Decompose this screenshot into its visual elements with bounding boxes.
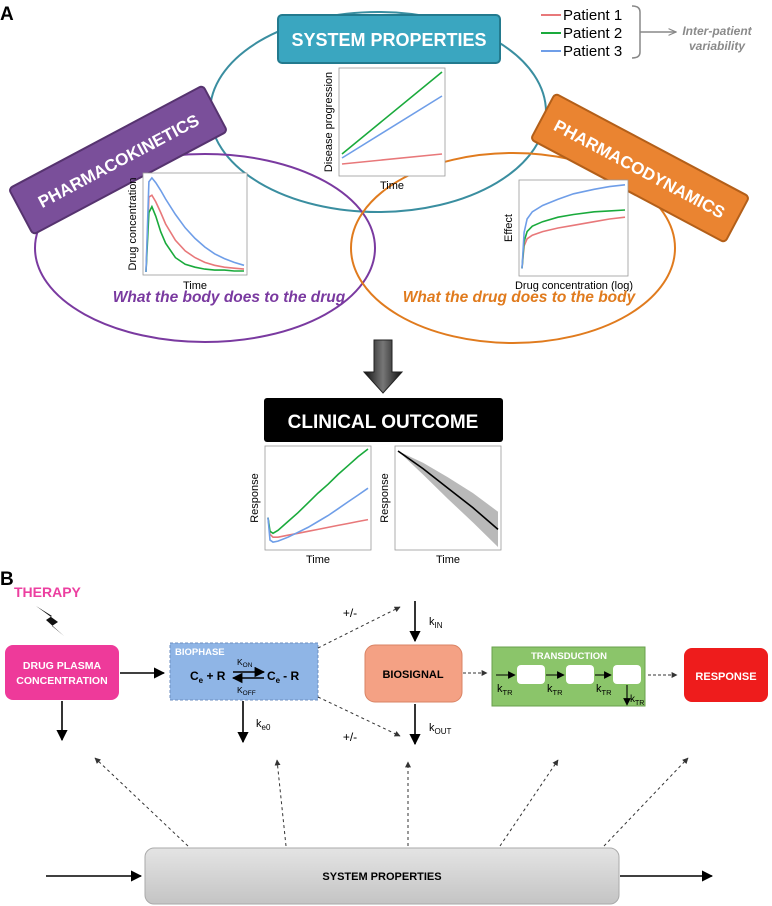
ktr-label-4: kTR bbox=[630, 694, 644, 707]
clinical-outcome-box bbox=[264, 398, 503, 442]
ktr-label-3: kTR bbox=[596, 683, 612, 697]
transduction-label: TRANSDUCTION bbox=[531, 651, 607, 662]
series-line-1 bbox=[521, 216, 626, 269]
drug-plasma-box bbox=[5, 645, 119, 700]
disease-ylabel: Disease progression bbox=[323, 72, 335, 172]
system-properties-bar-label: SYSTEM PROPERTIES bbox=[322, 871, 441, 883]
kon-label: KON bbox=[237, 657, 253, 669]
pd-xlabel: Drug concentration (log) bbox=[515, 280, 633, 292]
biosignal-label: BIOSIGNAL bbox=[382, 669, 443, 681]
series-line-3 bbox=[341, 95, 443, 159]
modulation-arrow-top bbox=[317, 606, 401, 649]
system-influence-arrow-2 bbox=[274, 759, 287, 847]
series-line-3 bbox=[267, 487, 369, 543]
disease-xlabel: Time bbox=[380, 180, 404, 192]
ke0-label: ke0 bbox=[256, 718, 271, 732]
clinical-outcome-label: CLINICAL OUTCOME bbox=[288, 412, 479, 433]
legend-label-patient-2: Patient 2 bbox=[563, 25, 622, 42]
variability-label-line2: variability bbox=[689, 39, 746, 53]
down-arrow-icon bbox=[362, 339, 404, 394]
confidence-band bbox=[398, 451, 498, 547]
system-properties-bar bbox=[144, 847, 620, 905]
legend-brace bbox=[631, 5, 641, 59]
transit-compartment-1 bbox=[517, 665, 545, 684]
chart-drug-concentration bbox=[145, 176, 245, 273]
drug-plasma-label-line1: DRUG PLASMA bbox=[23, 660, 102, 672]
ktr-label-1: kTR bbox=[497, 683, 513, 697]
koff-label: KOFF bbox=[237, 685, 256, 697]
therapy-label: THERAPY bbox=[14, 584, 82, 600]
pk-caption: What the body does to the drug bbox=[113, 289, 346, 306]
series-line-3 bbox=[145, 176, 245, 273]
plus-minus-top: +/- bbox=[343, 606, 357, 620]
panel-a-letter: A bbox=[0, 4, 14, 25]
response2-xlabel: Time bbox=[436, 554, 460, 566]
chart-response-patients bbox=[267, 448, 369, 543]
response1-xlabel: Time bbox=[306, 554, 330, 566]
series-line-1 bbox=[267, 517, 369, 539]
series-line-2 bbox=[341, 71, 443, 155]
pharmacokinetics-ellipse bbox=[34, 153, 376, 343]
ktr-label-2: kTR bbox=[547, 683, 563, 697]
transit-compartment-2 bbox=[566, 665, 594, 684]
lightning-bolt-icon bbox=[36, 606, 64, 636]
pk-xlabel: Time bbox=[183, 280, 207, 292]
response2-ylabel: Response bbox=[379, 473, 391, 523]
panel-b-letter: B bbox=[0, 569, 14, 590]
kout-label: kOUT bbox=[429, 722, 452, 736]
system-influence-arrow-5 bbox=[603, 757, 689, 847]
series-line-2 bbox=[145, 204, 244, 273]
response-box bbox=[684, 648, 768, 702]
legend-label-patient-3: Patient 3 bbox=[563, 43, 622, 60]
chart-disease-progression bbox=[341, 71, 443, 165]
system-influence-arrow-1 bbox=[94, 757, 189, 847]
system-properties-label: SYSTEM PROPERTIES bbox=[291, 30, 486, 50]
pharmacodynamics-ellipse bbox=[350, 152, 676, 344]
chart-effect bbox=[521, 184, 626, 269]
pk-ylabel: Drug concentration bbox=[127, 178, 139, 271]
chart-frame-disease bbox=[338, 67, 446, 177]
series-line-3 bbox=[521, 184, 626, 269]
transit-compartment-3 bbox=[613, 665, 641, 684]
series-line-1 bbox=[145, 194, 245, 273]
plus-minus-bottom: +/- bbox=[343, 730, 357, 744]
kin-label: kIN bbox=[429, 616, 443, 630]
ce-plus-r: Ce + R bbox=[190, 669, 226, 685]
series-line-2 bbox=[521, 209, 626, 269]
ce-minus-r: Ce- R bbox=[267, 669, 299, 685]
response-label: RESPONSE bbox=[695, 671, 756, 683]
legend-label-patient-1: Patient 1 bbox=[563, 7, 622, 24]
chart-frame-pd bbox=[518, 179, 629, 277]
mean-line bbox=[397, 450, 499, 531]
drug-plasma-label-line2: CONCENTRATION bbox=[16, 675, 107, 687]
pd-ylabel: Effect bbox=[503, 214, 515, 242]
series-line-2 bbox=[267, 448, 369, 535]
legend: Patient 1 Patient 2 Patient 3 Inter-pati… bbox=[541, 5, 753, 60]
pd-caption: What the drug does to the body bbox=[403, 289, 637, 306]
biosignal-box bbox=[364, 644, 463, 703]
chart-response-population bbox=[397, 450, 499, 547]
series-line-1 bbox=[341, 153, 443, 165]
pharmacokinetics-box bbox=[9, 85, 227, 235]
modulation-arrow-bottom bbox=[317, 696, 401, 737]
variability-label-line1: Inter-patient bbox=[682, 24, 752, 38]
biophase-label: BIOPHASE bbox=[175, 647, 225, 658]
system-influence-arrow-4 bbox=[499, 759, 559, 847]
system-properties-box bbox=[277, 14, 501, 64]
response1-ylabel: Response bbox=[249, 473, 261, 523]
